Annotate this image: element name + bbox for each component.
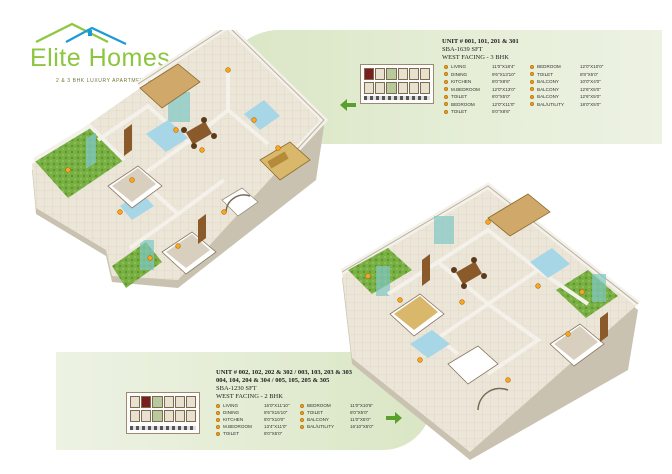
unit-2bhk-key-plan [126, 392, 200, 434]
brand-logo: Elite Homes 2 & 3 BHK LUXURY APARTMENTS [26, 18, 170, 88]
unit-3bhk-key-plan [360, 64, 434, 104]
arrow-right-icon [386, 412, 402, 424]
marker-icon [216, 417, 220, 422]
marker-icon [530, 79, 534, 84]
marker-icon [216, 431, 220, 436]
marker-icon [530, 72, 534, 77]
marker-icon [444, 109, 448, 114]
house-roof-icon [35, 22, 127, 45]
unit-3bhk-title: UNIT # 001, 101, 201 & 301 [442, 38, 519, 45]
unit-3bhk-area: SBA-1639 SFT [442, 46, 483, 53]
marker-icon [216, 403, 220, 408]
unit-2bhk-title-line2: 004, 104, 204 & 304 / 005, 105, 205 & 30… [216, 377, 330, 384]
marker-icon [300, 417, 304, 422]
marker-icon [530, 64, 534, 69]
marker-icon [444, 102, 448, 107]
marker-icon [216, 424, 220, 429]
marker-icon [300, 424, 304, 429]
marker-icon [444, 79, 448, 84]
marker-icon [530, 102, 534, 107]
unit-2bhk-title-line1: UNIT # 002, 102, 202 & 302 / 003, 103, 2… [216, 369, 353, 376]
floor-plan-2bhk-render [340, 182, 640, 460]
marker-icon [530, 94, 534, 99]
marker-icon [444, 72, 448, 77]
marker-icon [530, 87, 534, 92]
marker-icon [444, 64, 448, 69]
marker-icon [300, 410, 304, 415]
brand-tagline: 2 & 3 BHK LUXURY APARTMENTS [56, 78, 152, 84]
floor-plan-3bhk-render [32, 30, 329, 288]
brand-name: Elite Homes [30, 44, 171, 72]
marker-icon [444, 87, 448, 92]
marker-icon [216, 410, 220, 415]
unit-2bhk-area: SBA-1230 SFT [216, 385, 257, 392]
unit-2bhk-facing: WEST FACING - 2 BHK [216, 393, 283, 400]
marker-icon [300, 403, 304, 408]
unit-3bhk-facing: WEST FACING - 3 BHK [442, 54, 509, 61]
marker-icon [444, 94, 448, 99]
arrow-left-icon [340, 99, 356, 111]
